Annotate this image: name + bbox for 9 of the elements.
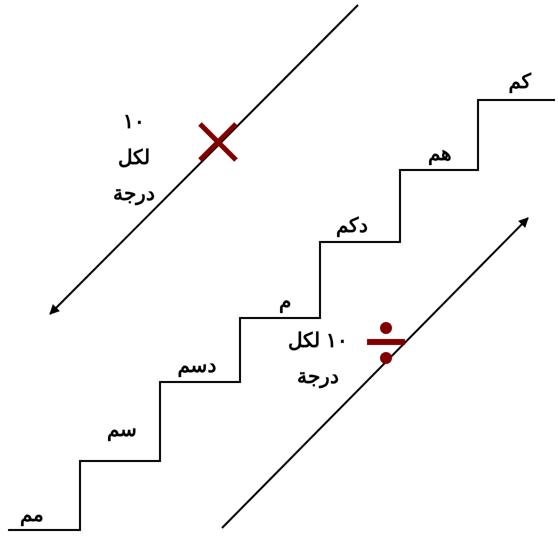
step-factor-note: ١٠ لكل درجة <box>112 110 156 208</box>
unit-label: م <box>278 290 292 316</box>
unit-label: دكم <box>335 214 369 240</box>
unit-label: مم <box>19 503 45 528</box>
unit-label: سم <box>106 418 138 444</box>
unit-label: هم <box>427 142 453 168</box>
unit-label: كم <box>508 70 532 96</box>
unit-label: دسم <box>176 354 218 380</box>
step-factor-note: ١٠ لكل درجة <box>287 329 349 390</box>
